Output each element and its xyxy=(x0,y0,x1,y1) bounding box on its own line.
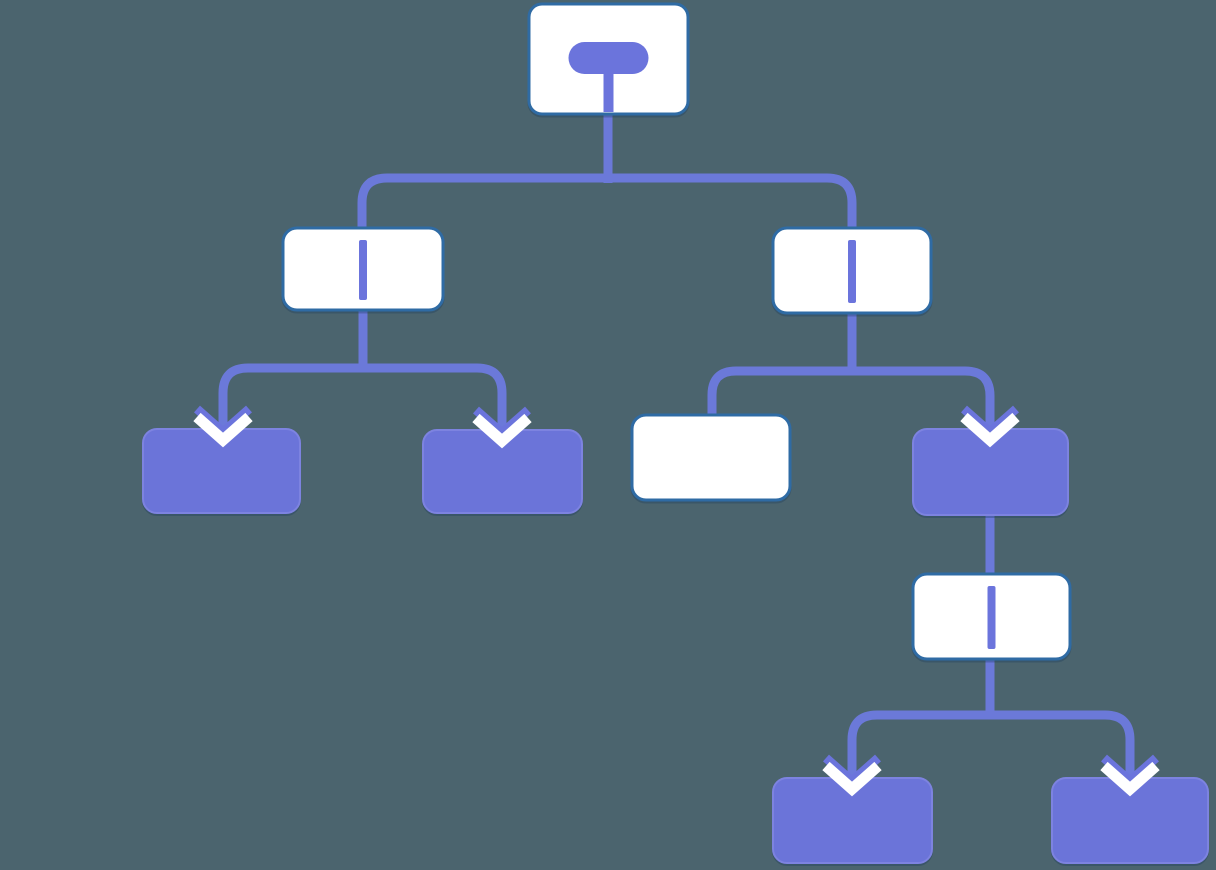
pill-icon xyxy=(568,42,649,74)
edge-bottom-cross xyxy=(847,710,1135,783)
arrowhead-chevron-white-icon xyxy=(822,761,882,797)
arrowhead-chevron-purple-icon xyxy=(1101,754,1159,788)
edge-root-cross xyxy=(357,173,857,234)
arrowhead-chevron-white-icon xyxy=(472,413,532,449)
edge-right-cross xyxy=(707,366,995,434)
edge-left-cross xyxy=(218,363,507,435)
vertical-bar-icon xyxy=(987,586,996,649)
node-leaf-white[interactable] xyxy=(630,413,792,502)
arrowhead-chevron-purple-icon xyxy=(961,405,1019,439)
pill-stem-icon xyxy=(603,72,614,112)
arrowhead-chevron-white-icon xyxy=(1100,761,1160,797)
arrowhead-chevron-purple-icon xyxy=(473,406,531,440)
arrowhead-chevron-purple-icon xyxy=(823,754,881,788)
vertical-bar-icon xyxy=(848,240,856,303)
arrowhead-chevron-purple-icon xyxy=(194,405,252,439)
arrowhead-chevron-white-icon xyxy=(193,412,253,448)
vertical-bar-icon xyxy=(359,240,367,300)
arrowhead-chevron-white-icon xyxy=(960,412,1020,448)
